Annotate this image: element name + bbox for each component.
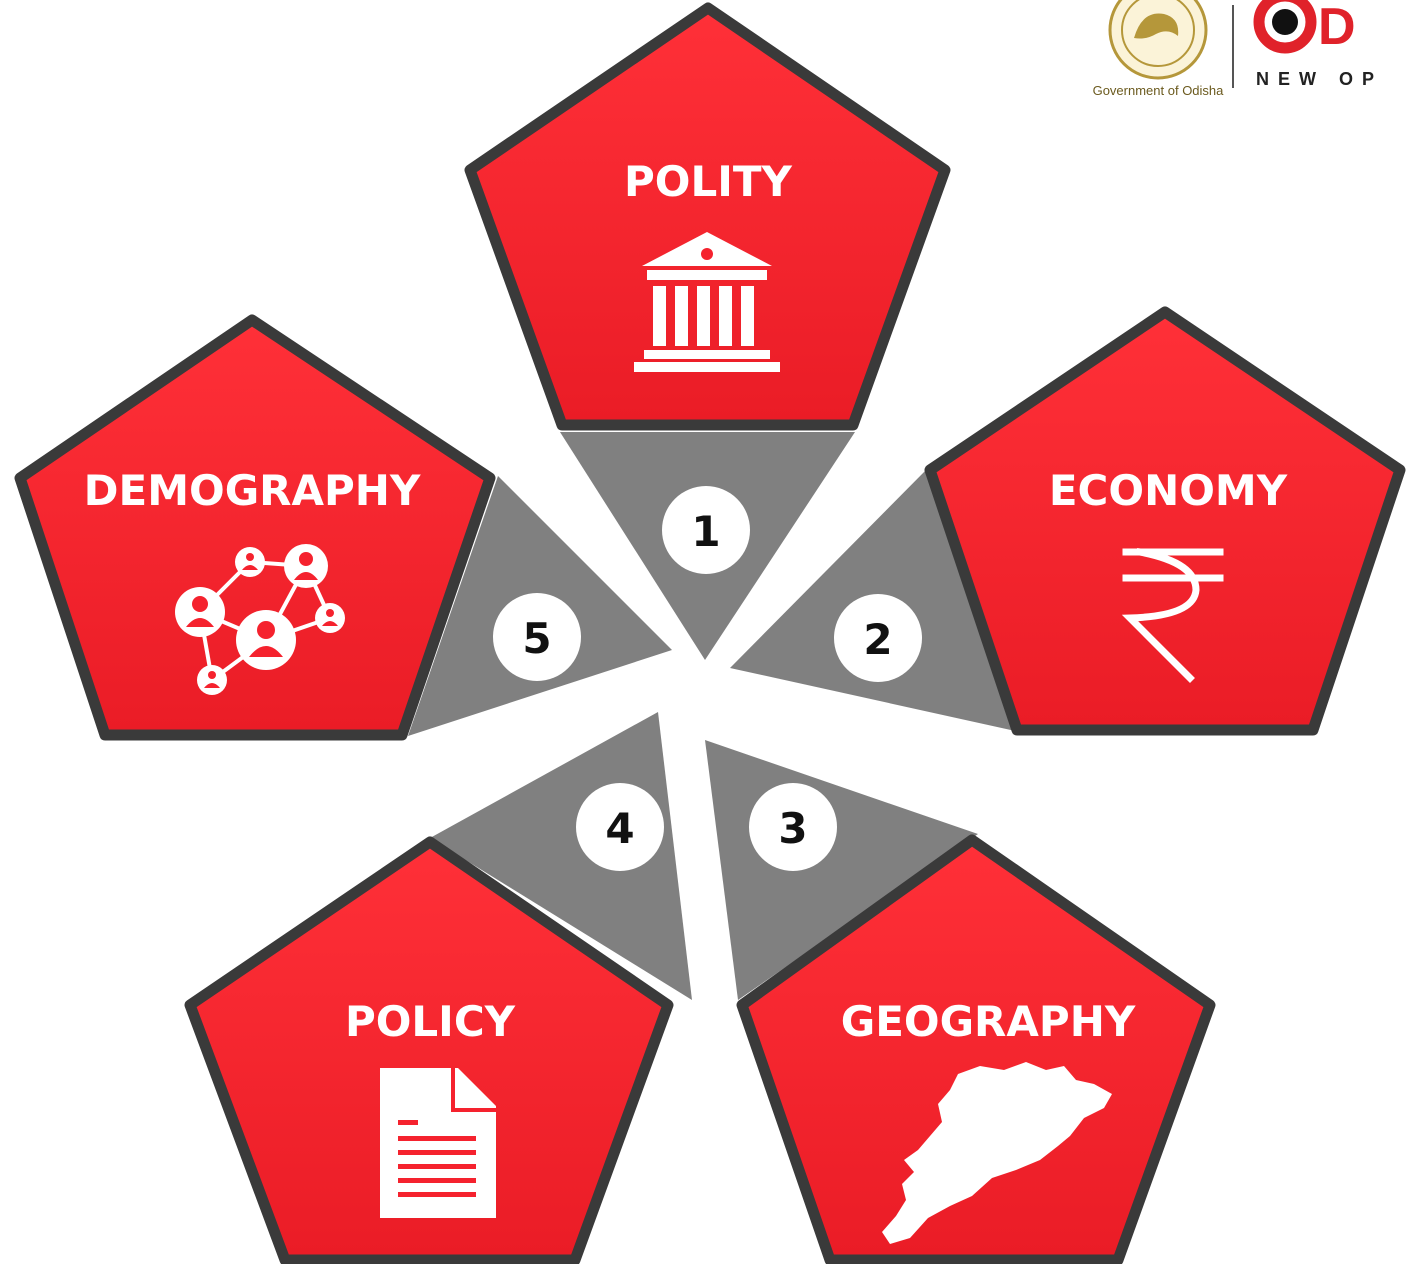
brand-subtext: NEW OP [1256,69,1383,89]
people-network-icon [175,544,345,695]
govt-odisha-logo: Government of Odisha [1093,0,1225,98]
svg-text:5: 5 [522,614,551,663]
emblem-seal-icon [1108,0,1208,80]
pentagon-economy: ECONOMY [924,306,1406,736]
pentagon-shape [924,306,1406,736]
number-circle-4: 4 [576,783,664,871]
pentagon-demography: DEMOGRAPHY [14,314,496,741]
odisha-map-icon [882,1062,1112,1244]
pentagon-label: ECONOMY [1049,466,1288,515]
number-circle-3: 3 [749,783,837,871]
pentagon-shape [464,2,951,431]
document-icon [380,1068,496,1218]
brand-ring-icon [1253,0,1317,54]
number-circle-2: 2 [834,594,922,682]
pentagon-label: POLITY [624,157,793,206]
number-circle-5: 5 [493,593,581,681]
brand-text: D [1318,0,1356,56]
number-circle-1: 1 [662,486,750,574]
pentagon-shape [736,834,1216,1264]
svg-text:1: 1 [691,507,720,556]
pentagon-policy: POLICY [184,836,674,1264]
svg-text:2: 2 [863,615,892,664]
pentagon-polity: POLITY [464,2,951,431]
pentagon-label: DEMOGRAPHY [84,466,421,515]
pentagon-geography: GEOGRAPHY [736,834,1216,1264]
pentagon-shape [14,314,496,741]
pentagon-shape [184,836,674,1264]
bank-building-icon [634,232,780,372]
odisha-brand-logo: D NEW OP [1253,0,1383,89]
pentagon-label: POLICY [345,997,516,1046]
svg-text:3: 3 [778,804,807,853]
pentagon-label: GEOGRAPHY [841,997,1136,1046]
rupee-icon [1121,547,1224,683]
svg-text:4: 4 [605,804,634,853]
govt-caption: Government of Odisha [1093,83,1225,98]
